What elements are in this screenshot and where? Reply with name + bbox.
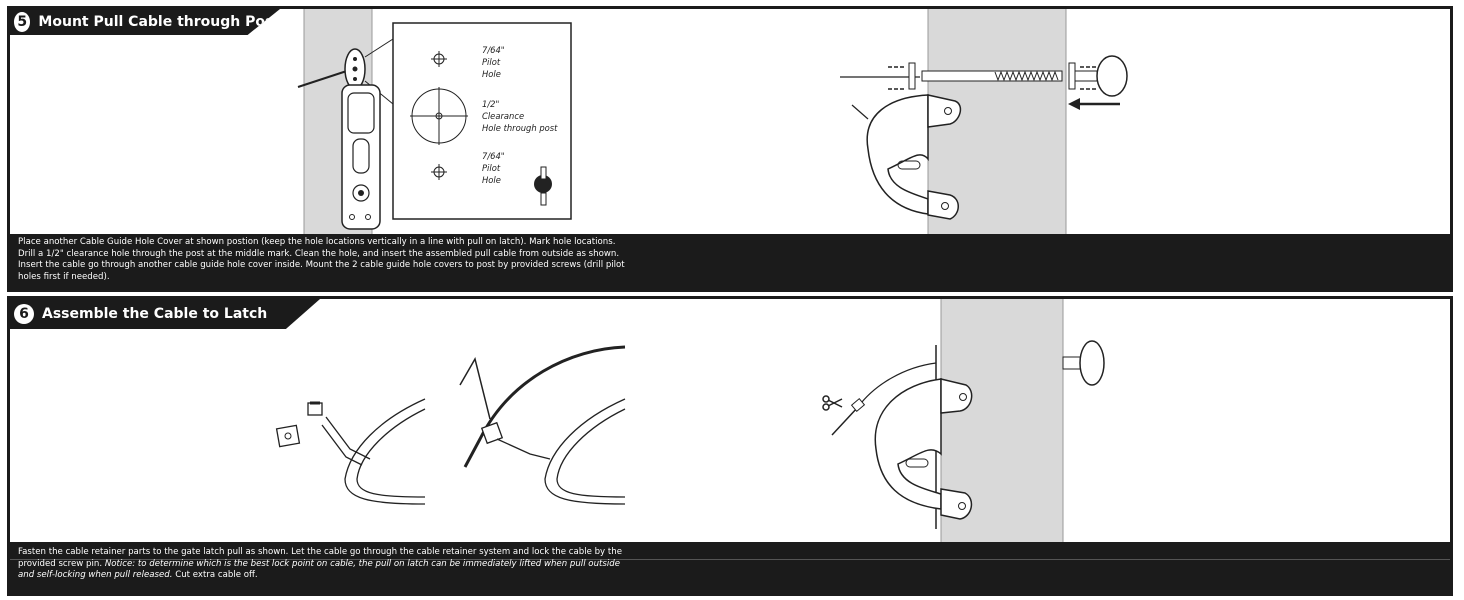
step-5-caption-line-3: Insert the cable go through another cabl… bbox=[18, 260, 625, 271]
step-6-header: 6 Assemble the Cable to Latch bbox=[10, 299, 320, 329]
step-6-caption-line-3-plain: Cut extra cable off. bbox=[172, 570, 258, 581]
caption-divider bbox=[10, 559, 1450, 560]
top-hole-label-2: Hole bbox=[482, 69, 501, 79]
mid-hole-label-2: Hole through post bbox=[482, 123, 558, 133]
step-6-caption-line-2: provided screw pin. Notice: to determine… bbox=[18, 559, 1442, 571]
step-6-caption-line-3: and self-locking when pull released. Cut… bbox=[18, 570, 1442, 582]
bot-hole-label-2: Hole bbox=[482, 175, 501, 185]
step-6-caption-line-1: Fasten the cable retainer parts to the g… bbox=[18, 547, 622, 557]
step-6-caption-line-2-plain: provided screw pin. bbox=[18, 558, 105, 569]
insert-direction-arrow bbox=[1068, 98, 1120, 110]
bot-hole-size: 7/64" bbox=[482, 151, 505, 161]
latch-outline-step6 bbox=[874, 378, 942, 510]
step-6-caption-notice: Notice: to determine which is the best l… bbox=[104, 558, 620, 569]
scissors-icon bbox=[822, 395, 843, 411]
latch-body bbox=[341, 84, 381, 230]
step-5-header: 5 Mount Pull Cable through Post bbox=[10, 9, 280, 35]
bottom-pilot-hole-mark bbox=[431, 164, 447, 180]
step-6-title: Assemble the Cable to Latch bbox=[42, 306, 268, 322]
mid-hole-size: 1/2" bbox=[482, 99, 499, 109]
pull-knob-step6 bbox=[1062, 340, 1105, 386]
step-5-caption-line-4: holes first if needed). bbox=[18, 271, 110, 282]
top-hole-label-1: Pilot bbox=[482, 57, 501, 67]
step-5-title: Mount Pull Cable through Post bbox=[38, 14, 280, 30]
screwdriver-icon bbox=[534, 166, 552, 206]
step-5-caption-line-1: Place another Cable Guide Hole Cover at … bbox=[18, 237, 616, 247]
latch-outline bbox=[866, 94, 929, 215]
cable-tube bbox=[921, 70, 1063, 82]
step-5-caption-line-2: Drill a 1/2" clearance hole through the … bbox=[18, 248, 620, 259]
step-6-caption-line-3-italic: and self-locking when pull released. bbox=[18, 570, 173, 581]
clearance-hole-mark bbox=[410, 87, 468, 145]
step-5-number: 5 bbox=[14, 12, 31, 32]
retainer-parts-exploded bbox=[275, 398, 426, 505]
cable-assembly-diagram bbox=[275, 299, 1105, 545]
cable-through-retainer bbox=[459, 345, 626, 505]
step-6-caption: Fasten the cable retainer parts to the g… bbox=[10, 542, 1450, 593]
step-5-panel: 5 Mount Pull Cable through Post bbox=[7, 6, 1453, 292]
step-6-number: 6 bbox=[14, 304, 34, 324]
bot-hole-label-1: Pilot bbox=[482, 163, 501, 173]
step-6-panel: 6 Assemble the Cable to Latch bbox=[7, 296, 1453, 596]
pull-knob bbox=[1074, 55, 1128, 97]
top-pilot-hole-mark bbox=[431, 51, 447, 67]
top-hole-size: 7/64" bbox=[482, 45, 505, 55]
mid-hole-label-1: Clearance bbox=[482, 111, 524, 121]
post-hole-cover-diagram: 7/64" Pilot Hole 1/2" Clearance Hole thr… bbox=[297, 9, 1128, 239]
step-5-caption: Place another Cable Guide Hole Cover at … bbox=[10, 234, 1450, 289]
